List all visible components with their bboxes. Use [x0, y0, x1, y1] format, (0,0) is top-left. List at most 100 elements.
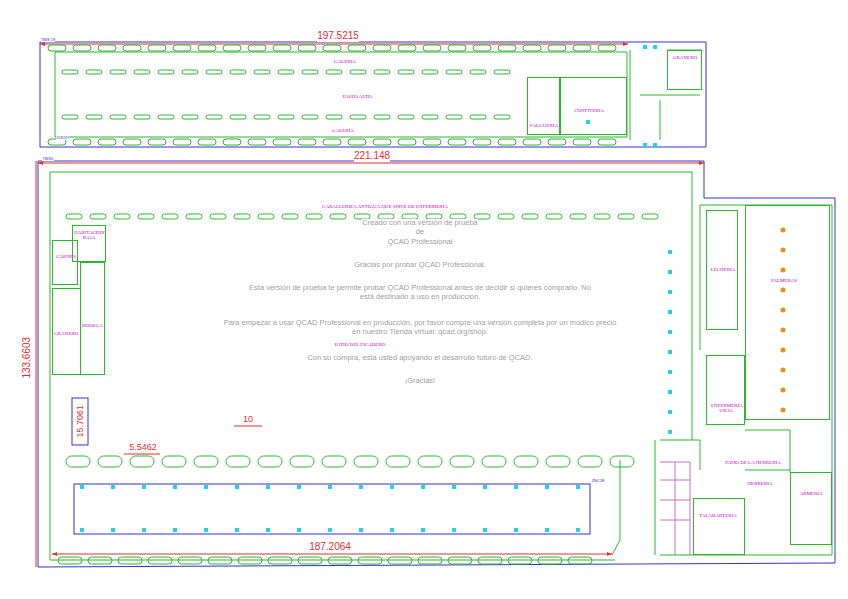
tree-dot [781, 368, 786, 373]
pillar [374, 115, 390, 119]
watermark: de [416, 228, 424, 237]
pillar [478, 557, 502, 564]
pillar [66, 456, 90, 467]
dimension: 133.6603 [21, 337, 33, 379]
pillar [374, 70, 390, 74]
column-dot [653, 45, 657, 49]
pillar [494, 115, 510, 119]
wall [655, 205, 832, 555]
pillar [448, 45, 466, 51]
pillar [62, 70, 78, 74]
column-dot [390, 485, 394, 489]
pillar [230, 70, 246, 74]
pillar [386, 456, 410, 467]
room-name: HABITACION BAJA [74, 230, 104, 241]
pillar [423, 139, 441, 145]
column-dot [266, 485, 270, 489]
pillar [302, 115, 318, 119]
pillar [278, 70, 294, 74]
column-dot [111, 528, 115, 532]
pillar [223, 139, 241, 145]
pillar [322, 456, 346, 467]
pillar [398, 139, 416, 145]
pillar [198, 139, 216, 145]
dimension-line [38, 163, 704, 164]
pillar [446, 70, 462, 74]
column-dot [668, 330, 672, 334]
pillar [206, 115, 222, 119]
pillar [422, 115, 438, 119]
pillar [578, 456, 602, 467]
column-dot [359, 528, 363, 532]
column-dot [80, 485, 84, 489]
pillar [423, 45, 441, 51]
dimension-frame [72, 398, 88, 445]
column-dot [514, 485, 518, 489]
pillar [594, 214, 610, 219]
pillar [548, 139, 566, 145]
dimension: 187.2064 [309, 541, 351, 553]
pillar [398, 115, 414, 119]
column-dot [142, 528, 146, 532]
pillar [90, 214, 106, 219]
pillar [388, 557, 412, 564]
room: CARNES [52, 240, 78, 285]
pillar [148, 45, 166, 51]
column-dot [80, 528, 84, 532]
pillar [523, 139, 541, 145]
point-tag: TBIS 19 [41, 38, 55, 43]
column-dot [545, 528, 549, 532]
pillar [238, 557, 262, 564]
pillar [118, 557, 142, 564]
column-dot [668, 250, 672, 254]
pillar [523, 45, 541, 51]
pillar [514, 456, 538, 467]
room-name: FALGUERIA [530, 123, 558, 129]
room: PALMERAS [745, 205, 830, 420]
pillar [598, 139, 616, 145]
pillar [573, 139, 591, 145]
tree-dot [781, 408, 786, 413]
pillar [230, 115, 246, 119]
column-dot [297, 485, 301, 489]
pillar [110, 115, 126, 119]
room: TALABARTERIA [693, 498, 745, 555]
column-dot [328, 485, 332, 489]
pillar [194, 456, 218, 467]
column-dot [359, 485, 363, 489]
pillar [162, 214, 178, 219]
column-dot [576, 528, 580, 532]
pillar [98, 139, 116, 145]
watermark: QCAD Professional [387, 238, 452, 247]
column-dot [452, 528, 456, 532]
pillar [306, 214, 322, 219]
room: LECHERIA [706, 210, 738, 330]
pillar [298, 139, 316, 145]
pillar [130, 456, 154, 467]
pillar [158, 70, 174, 74]
pillar [448, 557, 472, 564]
column-dot [576, 485, 580, 489]
column-dot [173, 485, 177, 489]
pillar [473, 45, 491, 51]
room-name: GRANERO [54, 331, 78, 337]
pillar [182, 115, 198, 119]
column-dot [483, 528, 487, 532]
point-tag: ZNC28 [592, 479, 605, 484]
wall [55, 52, 627, 137]
pillar [446, 115, 462, 119]
watermark: Con su compra, está usted apoyando el de… [307, 354, 532, 363]
pillar [302, 70, 318, 74]
room-name: ENFERMERIA VIEJA [711, 403, 741, 414]
column-dot [204, 528, 208, 532]
pillar [610, 456, 634, 467]
area-name: GALERIA [332, 128, 354, 134]
room-name: TALABARTERIA [699, 513, 737, 519]
pillar [182, 70, 198, 74]
pillar [158, 115, 174, 119]
pillar [248, 139, 266, 145]
column-dot [545, 485, 549, 489]
stair [660, 462, 690, 555]
pillar [598, 45, 616, 51]
column-dot [668, 430, 672, 434]
